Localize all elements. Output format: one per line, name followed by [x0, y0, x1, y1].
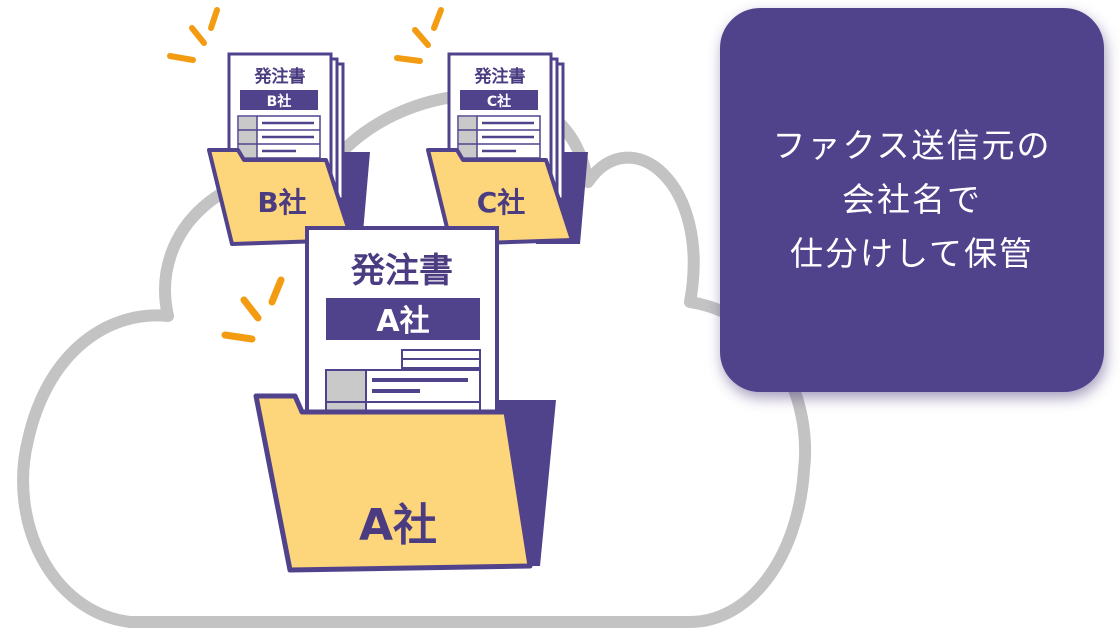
message-line-2: 会社名で — [842, 180, 982, 219]
document-company-b: B社 — [267, 93, 292, 110]
burst-lines-c — [394, 7, 444, 64]
folder-label-c: C社 — [477, 186, 526, 219]
burst-lines-b — [167, 7, 220, 63]
message-line-1: ファクス送信元の — [772, 126, 1052, 165]
document-company-c: C社 — [487, 93, 511, 110]
folder-group-a: 発注書 A社 A社 — [221, 226, 556, 573]
message-callout: ファクス送信元の 会社名で 仕分けして保管 — [720, 8, 1104, 392]
document-company-bar-c — [460, 90, 538, 110]
document-title-b: 発注書 — [254, 66, 306, 87]
document-company-bar-b — [240, 90, 318, 110]
document-company-a: A社 — [376, 304, 429, 339]
folder-group-b: 発注書 B社 B社 — [167, 7, 370, 246]
document-company-bar-a — [326, 298, 480, 340]
folder-label-a: A社 — [359, 500, 437, 551]
document-title-c: 発注書 — [474, 66, 526, 87]
folder-front-a — [253, 393, 533, 573]
document-title-a: 発注書 — [351, 251, 453, 291]
folder-group-c: 発注書 C社 C社 — [394, 7, 588, 246]
folder-label-b: B社 — [257, 186, 306, 219]
burst-lines-a — [221, 276, 285, 343]
folder-front-b — [207, 148, 354, 246]
message-line-3: 仕分けして保管 — [789, 234, 1034, 273]
